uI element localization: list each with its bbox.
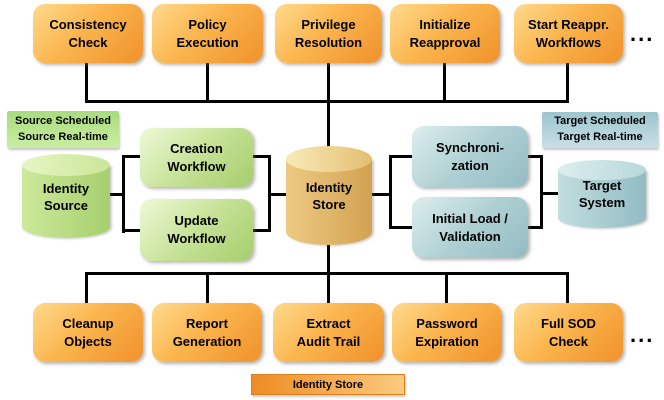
- task-box-initialize-reapproval: Initialize Reapproval: [390, 4, 500, 63]
- initial-load-validation-box: Initial Load / Validation: [412, 197, 528, 258]
- connector-to-update-workflow: [122, 229, 142, 232]
- task-box-report-generation: Report Generation: [152, 303, 262, 362]
- connector-creation-workflow-out: [251, 155, 271, 158]
- connector-drop-initialize-reapproval: [443, 63, 446, 101]
- task-box-full-sod-check: Full SOD Check: [514, 303, 623, 362]
- identity-source-cylinder: Identity Source: [22, 154, 110, 238]
- cylinder-top: [22, 154, 110, 176]
- identity-source-label: Identity Source: [42, 180, 90, 213]
- task-box-password-expiration: Password Expiration: [392, 303, 502, 362]
- connector-trunk-top: [327, 63, 330, 147]
- connector-drop-report-generation: [206, 274, 209, 303]
- connector-drop-start-reappr: [566, 63, 569, 101]
- connector-drop-password-expiration: [445, 274, 448, 303]
- connector-identity-source-out: [106, 193, 124, 196]
- identity-store-cylinder: Identity Store: [286, 146, 372, 245]
- task-box-cleanup-objects: Cleanup Objects: [33, 303, 143, 362]
- connector-update-workflow-out: [251, 229, 271, 232]
- connector-bus-bottom: [85, 272, 569, 275]
- connector-initial-load-out: [526, 226, 543, 229]
- connector-drop-full-sod-check: [566, 274, 569, 303]
- task-box-start-reappr-workflows: Start Reappr. Workflows: [514, 4, 623, 63]
- task-box-extract-audit-trail: Extract Audit Trail: [273, 303, 384, 362]
- connector-synchronization-out: [526, 155, 543, 158]
- connector-into-identity-store-left: [268, 193, 288, 196]
- target-system-label: Target System: [578, 178, 626, 211]
- connector-drop-consistency-check: [85, 63, 88, 101]
- connector-source-branch-vertical: [122, 155, 125, 233]
- connector-target-branch-vertical: [389, 155, 392, 229]
- synchronization-box: Synchroni- zation: [412, 126, 528, 187]
- task-box-policy-execution: Policy Execution: [152, 4, 263, 63]
- cylinder-body: [22, 165, 110, 238]
- connector-to-initial-load: [389, 226, 414, 229]
- top-row-ellipsis: ...: [630, 21, 655, 46]
- target-schedule-label: Target Scheduled Target Real-time: [542, 112, 658, 148]
- connector-drop-cleanup-objects: [85, 274, 88, 303]
- cylinder-body: [286, 159, 372, 245]
- cylinder-top: [558, 160, 646, 180]
- connector-into-target-system: [540, 192, 560, 195]
- identity-store-label: Identity Store: [305, 180, 353, 213]
- target-system-cylinder: Target System: [558, 160, 646, 228]
- creation-workflow-box: Creation Workflow: [140, 128, 253, 187]
- connector-bus-top: [85, 100, 569, 103]
- update-workflow-box: Update Workflow: [140, 199, 253, 261]
- connector-identity-store-out-right: [370, 193, 392, 196]
- task-box-consistency-check: Consistency Check: [33, 4, 143, 63]
- connector-to-creation-workflow: [122, 155, 142, 158]
- identity-store-footer-label: Identity Store: [251, 374, 405, 395]
- cylinder-top: [286, 146, 372, 172]
- bottom-row-ellipsis: ...: [630, 322, 655, 347]
- connector-to-synchronization: [389, 155, 414, 158]
- task-box-privilege-resolution: Privilege Resolution: [275, 4, 382, 63]
- connector-drop-policy-execution: [206, 63, 209, 101]
- source-schedule-label: Source Scheduled Source Real-time: [7, 111, 119, 148]
